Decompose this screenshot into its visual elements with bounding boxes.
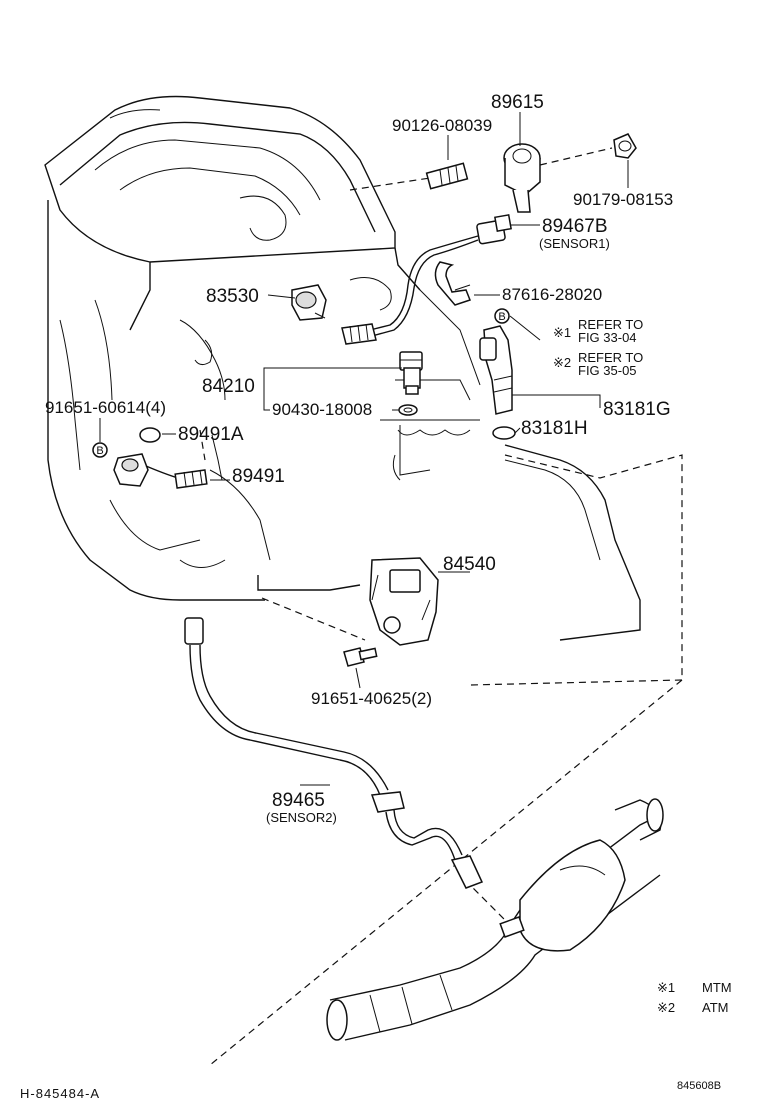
clamp-87616	[434, 261, 471, 306]
footer-right-code: 845608B	[677, 1080, 721, 1092]
part-label-84540: 84540	[443, 554, 496, 575]
part-label-90430: 90430-18008	[272, 400, 372, 419]
part-label-87616: 87616-28020	[502, 285, 602, 304]
gasket-90430	[398, 404, 418, 416]
part-label-83181h: 83181H	[521, 418, 588, 439]
nut-90179	[613, 133, 637, 159]
leader-lines	[99, 112, 629, 786]
note2-line2: FIG 35-05	[578, 363, 637, 378]
legend-mark-1: ※1	[657, 980, 675, 995]
b-marker-label: B	[96, 445, 103, 457]
part-label-83530: 83530	[206, 286, 259, 307]
oxygen-sensor-89467b	[341, 214, 512, 345]
engine-block	[44, 95, 641, 641]
legend-text-1: MTM	[702, 980, 732, 995]
sensor2-label: (SENSOR2)	[266, 810, 337, 825]
note1-mark: ※1	[553, 325, 571, 340]
sensor-83181g	[479, 308, 513, 415]
sensor1-label: (SENSOR1)	[539, 236, 610, 251]
footer: H-845484-A 845608B	[20, 1080, 721, 1101]
part-label-91651-40625: 91651-40625(2)	[311, 689, 432, 708]
oxygen-sensor-89465	[184, 617, 484, 889]
bolt-91651-40625	[343, 647, 378, 667]
part-label-91651-60614: 91651-60614(4)	[45, 398, 166, 417]
speed-sensor-84210	[399, 351, 423, 395]
note2-line1: REFER TO	[578, 350, 643, 365]
footer-left-code: H-845484-A	[20, 1086, 100, 1101]
note1-line2: FIG 33-04	[578, 330, 637, 345]
b-markers: B B	[92, 308, 510, 458]
part-label-89491a: 89491A	[178, 424, 244, 445]
part-label-84210: 84210	[202, 376, 255, 397]
dashed-leaders	[199, 147, 683, 1066]
legend: ※1 MTM ※2 ATM	[657, 980, 732, 1015]
exhaust-pipe	[326, 798, 664, 1041]
part-label-89467b: 89467B	[542, 216, 608, 237]
o-ring-83181h	[492, 426, 516, 440]
part-label-89615: 89615	[491, 92, 544, 113]
oil-pressure-switch-83530	[291, 284, 327, 321]
stud-bolt-90126	[425, 162, 469, 190]
legend-mark-2: ※2	[657, 1000, 675, 1015]
switch-84540	[369, 557, 439, 646]
sensor-89491	[92, 427, 208, 489]
knock-sensor-89615	[503, 143, 541, 213]
part-label-90179: 90179-08153	[573, 190, 673, 209]
part-label-90126: 90126-08039	[392, 116, 492, 135]
part-label-89491: 89491	[232, 466, 285, 487]
note2-mark: ※2	[553, 355, 571, 370]
b-marker-label: B	[498, 311, 505, 323]
part-labels: 89615 90126-08039 90179-08153 89467B (SE…	[45, 92, 673, 825]
note1-line1: REFER TO	[578, 317, 643, 332]
part-label-83181g: 83181G	[603, 399, 671, 420]
legend-text-2: ATM	[702, 1000, 728, 1015]
part-label-89465: 89465	[272, 790, 325, 811]
